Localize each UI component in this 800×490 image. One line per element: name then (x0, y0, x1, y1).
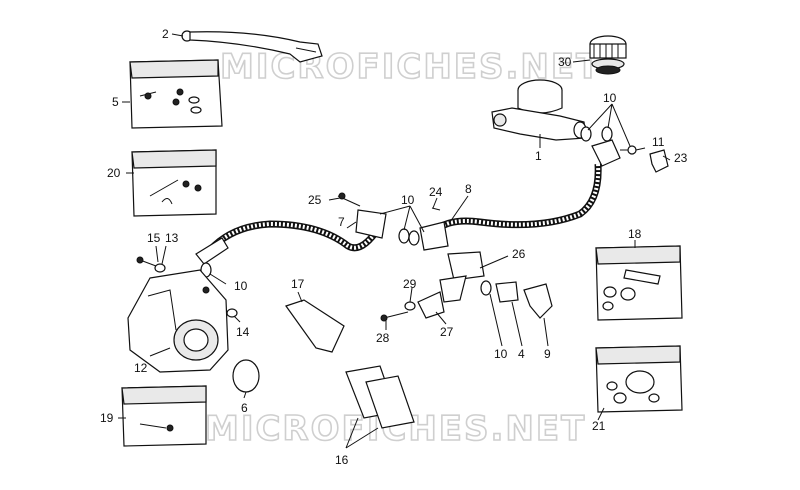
callout-7: 7 (338, 215, 345, 229)
callout-17: 17 (291, 277, 305, 291)
callout-10-middle: 10 (401, 193, 415, 207)
parts-bag-20 (131, 149, 217, 217)
callout-26: 26 (512, 247, 526, 261)
distribution-block (447, 251, 485, 281)
callout-11: 11 (652, 135, 665, 149)
brake-caliper (127, 269, 229, 373)
pad-spring (285, 299, 345, 353)
callout-13: 13 (165, 231, 179, 245)
callout-21: 21 (592, 419, 606, 433)
callout-12: 12 (134, 361, 148, 375)
callout-23: 23 (674, 151, 688, 165)
stop-switch (649, 149, 669, 173)
parts-bag-18 (595, 245, 683, 321)
callout-10-caliper: 10 (234, 279, 248, 293)
parts-bag-5 (129, 59, 223, 129)
brake-pads (345, 365, 415, 429)
callout-4: 4 (518, 347, 525, 361)
callout-6: 6 (241, 401, 248, 415)
callout-5: 5 (112, 95, 119, 109)
callout-18: 18 (628, 227, 642, 241)
callout-14: 14 (236, 325, 250, 339)
banjo-fitting-top (591, 139, 637, 167)
callout-15: 15 (147, 231, 161, 245)
callout-10-top: 10 (603, 91, 617, 105)
callout-2: 2 (162, 27, 169, 41)
piston-seal (232, 359, 260, 393)
callout-1: 1 (535, 149, 542, 163)
callout-27: 27 (440, 325, 454, 339)
callout-28: 28 (376, 331, 390, 345)
callout-29: 29 (403, 277, 417, 291)
callout-30: 30 (558, 55, 572, 69)
leader-lines (118, 33, 671, 449)
parts-bag-19 (121, 385, 207, 447)
callout-19: 19 (100, 411, 114, 425)
callout-8: 8 (465, 182, 472, 196)
callout-10-bottom: 10 (494, 347, 508, 361)
callout-labels: 2 5 20 30 1 10 11 23 25 10 24 8 7 26 29 … (100, 27, 688, 467)
callout-24: 24 (429, 185, 443, 199)
callout-16: 16 (335, 453, 349, 467)
reservoir-cap (589, 35, 627, 75)
brake-lever (181, 30, 323, 63)
parts-bag-21 (595, 345, 683, 413)
callout-25: 25 (308, 193, 322, 207)
callout-9: 9 (544, 347, 551, 361)
callout-20: 20 (107, 166, 121, 180)
master-cylinder (491, 79, 587, 141)
